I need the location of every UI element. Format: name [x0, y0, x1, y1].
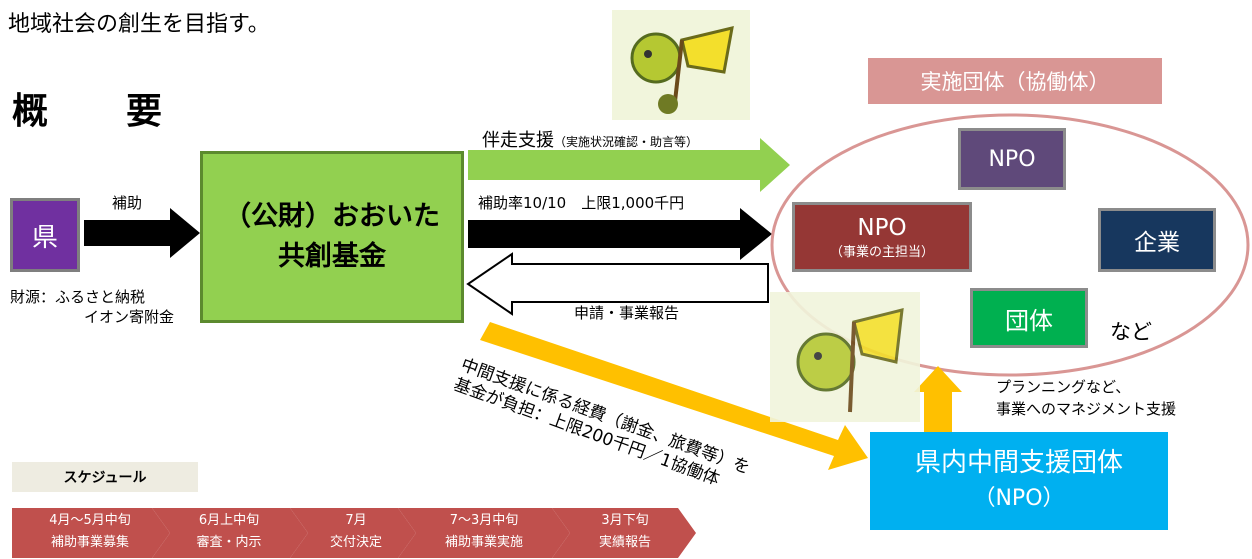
schedule-step-month: 6月上中旬 [198, 513, 260, 528]
schedule-step-month: 7月 [345, 513, 367, 528]
planning-arrow [914, 366, 962, 432]
npo-main-sub: （事業の主担当） [829, 244, 934, 260]
npo-main-label: NPO [857, 214, 907, 241]
subsidy-label: 補助 [112, 194, 143, 212]
foundation-box: （公財）おおいた 共創基金 [200, 151, 464, 323]
report-label: 申請・事業報告 [574, 304, 680, 322]
company-box: 企業 [1098, 208, 1216, 272]
schedule-step-2: 6月上中旬 審査・内示 [164, 510, 294, 554]
planning-line1: プランニングなど、 [996, 378, 1131, 396]
planning-line2: 事業へのマネジメント支援 [996, 400, 1177, 418]
prefecture-box: 県 [10, 198, 80, 272]
dantai-box: 団体 [970, 288, 1088, 348]
dantai-label: 団体 [1005, 306, 1053, 335]
prefecture-label: 県 [31, 222, 58, 253]
foundation-line1: （公財）おおいた [224, 201, 440, 232]
schedule-step-label: 補助事業募集 [50, 535, 129, 550]
schedule-title-label: スケジュール [63, 470, 147, 486]
planning-text: プランニングなど、 事業へのマネジメント支援 [996, 376, 1176, 420]
schedule-step-label: 実績報告 [598, 535, 651, 550]
intermediate-org-line1: 県内中間支援団体 [914, 448, 1123, 478]
mascot-icon [612, 10, 750, 120]
group-title: 実施団体（協働体） [868, 58, 1162, 104]
mascot-icon [770, 292, 920, 422]
funding-line2: イオン寄附金 [84, 308, 175, 326]
funding-line1: 財源：ふるさと納税 [10, 288, 146, 306]
npo-top-label: NPO [988, 146, 1036, 172]
schedule-step-label: 補助事業実施 [444, 535, 523, 550]
support-detail: （実施状況確認・助言等） [554, 135, 699, 149]
schedule-step-label: 審査・内示 [196, 535, 262, 550]
support-arrow [468, 138, 790, 192]
intermediate-cost-arrow [480, 322, 868, 470]
schedule-title: スケジュール [12, 462, 198, 492]
foundation-line2: 共創基金 [278, 241, 386, 272]
support-main: 伴走支援 [482, 130, 554, 151]
subsidy-arrow [84, 208, 200, 258]
header-line: 地域社会の創生を目指す。 [8, 12, 270, 37]
npo-top-box: NPO [958, 128, 1066, 190]
overview-heading: 概 要 [12, 91, 165, 132]
support-label: 伴走支援（実施状況確認・助言等） [482, 126, 698, 152]
intermediate-org-box: 県内中間支援団体 （NPO） [870, 432, 1168, 530]
report-arrow [466, 252, 769, 316]
company-label: 企業 [1134, 230, 1180, 256]
npo-main-box: NPO （事業の主担当） [792, 202, 972, 272]
rate-arrow [468, 208, 772, 260]
group-ellipse [770, 113, 1250, 377]
schedule-step-month: 3月下旬 [601, 513, 649, 528]
schedule-step-3: 7月 交付決定 [304, 510, 408, 554]
etc-label: など [1110, 320, 1152, 344]
schedule-step-4: 7～3月中旬 補助事業実施 [412, 510, 556, 554]
group-title-label: 実施団体（協働体） [920, 70, 1110, 94]
schedule-step-1: 4月～5月中旬 補助事業募集 [20, 510, 160, 554]
intermediate-org-line2: （NPO） [973, 486, 1065, 511]
schedule-step-month: 4月～5月中旬 [49, 513, 131, 528]
schedule-step-5: 3月下旬 実績報告 [566, 510, 684, 554]
schedule-step-label: 交付決定 [329, 535, 382, 550]
schedule-step-month: 7～3月中旬 [449, 513, 519, 528]
rate-label: 補助率10/10 上限1,000千円 [478, 194, 685, 212]
